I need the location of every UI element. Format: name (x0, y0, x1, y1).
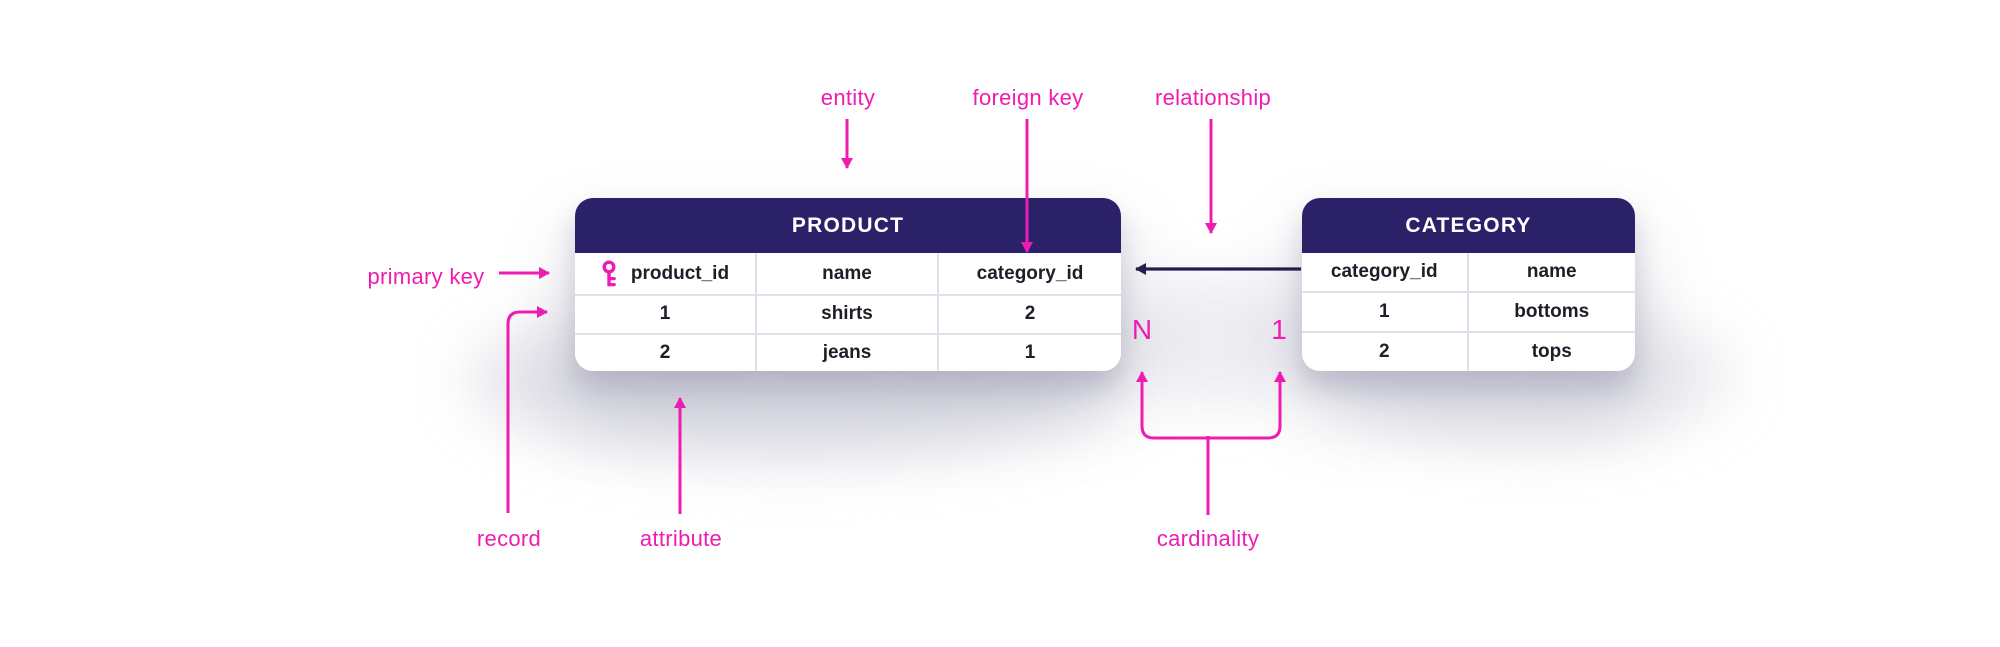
product-row1-name: shirts (757, 294, 939, 333)
product-column-header-name: name (757, 253, 939, 295)
column-header-label: product_id (630, 262, 730, 284)
primary-key-label: primary key (367, 264, 485, 289)
record-label: record (476, 526, 542, 551)
attribute-label: attribute (639, 526, 723, 551)
cardinality-bracket-right-arrow (1207, 371, 1286, 440)
cardinality-n-symbol: N (1131, 314, 1153, 345)
product-row2-name: jeans (757, 332, 939, 371)
category-table-title: CATEGORY (1302, 198, 1635, 253)
entity-label: entity (820, 85, 876, 110)
product-table-body: product_id name category_id 1 shirts 2 2… (575, 253, 1121, 371)
foreign-key-label: foreign key (972, 85, 1084, 110)
cardinality-one-symbol: 1 (1271, 314, 1287, 345)
category-table-body: category_id name 1 bottoms 2 tops (1302, 253, 1635, 371)
category-row2-category-id: 2 (1302, 331, 1469, 371)
product-row2-category-id: 1 (939, 332, 1121, 371)
category-row1-name: bottoms (1468, 291, 1635, 331)
primary-key-icon (602, 260, 616, 287)
category-row1-category-id: 1 (1302, 291, 1469, 331)
product-table-title: PRODUCT (575, 198, 1121, 253)
product-column-header-product-id: product_id (575, 253, 757, 295)
product-row1-product-id: 1 (575, 294, 757, 333)
category-column-header-name: name (1468, 253, 1635, 291)
product-table: PRODUCT product_id name category_id 1 sh… (575, 198, 1121, 371)
product-column-header-category-id: category_id (939, 253, 1121, 295)
cardinality-bracket-left-arrow (1136, 371, 1209, 440)
category-table: CATEGORY category_id name 1 bottoms 2 to… (1302, 198, 1635, 371)
product-row2-product-id: 2 (575, 332, 757, 371)
product-row1-category-id: 2 (939, 294, 1121, 333)
relationship-label: relationship (1154, 85, 1272, 110)
category-column-header-category-id: category_id (1302, 253, 1469, 291)
cardinality-label: cardinality (1156, 526, 1260, 551)
record-arrow (506, 306, 548, 513)
category-row2-name: tops (1468, 331, 1635, 371)
